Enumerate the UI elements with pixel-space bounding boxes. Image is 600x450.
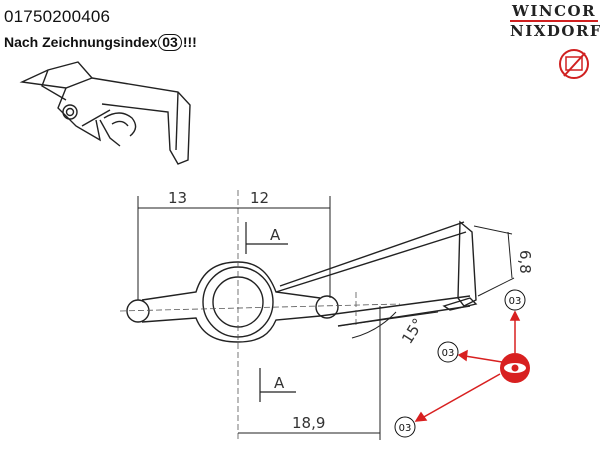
section-label-top: A [270,226,281,244]
revision-callout-3: 03 [394,416,416,438]
logo-line-1: WINCOR [510,2,599,22]
logo-line-2: NIXDORF [510,22,600,40]
revision-callout-1: 03 [504,289,526,311]
no-scale-icon [559,49,589,79]
dimension-lines [137,196,515,440]
dim-right-width: 12 [250,189,269,207]
section-label-bottom: A [274,374,285,392]
index-value-badge: 03 [158,34,182,51]
annotation-arrows [414,310,521,422]
part-number: 01750200406 [4,7,111,26]
wincor-nixdorf-logo: WINCOR NIXDORF [510,2,600,40]
index-suffix: !!! [182,34,197,50]
svg-text:03: 03 [399,423,412,434]
part-isometric-sketch [19,61,191,165]
index-prefix: Nach Zeichnungsindex [4,34,158,50]
section-mark-top [245,222,288,254]
dim-thickness: 6,8 [516,250,534,274]
inspection-eye-icon [500,353,530,383]
svg-text:03: 03 [442,348,455,359]
svg-text:03: 03 [509,296,522,307]
revision-callout-2: 03 [437,341,459,363]
section-mark-bottom [259,368,296,402]
part-outline [126,220,478,343]
dim-angle: 15° [398,315,427,347]
dim-left-width: 13 [168,189,187,207]
dim-overall-width: 18,9 [292,414,325,432]
center-lines [119,190,401,440]
